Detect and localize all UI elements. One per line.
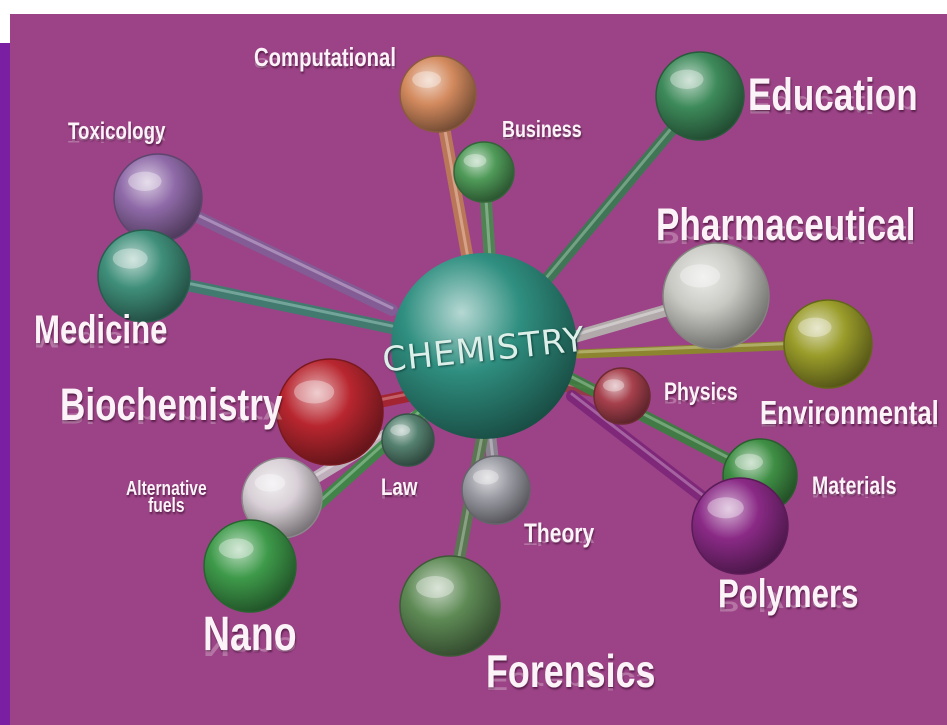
label-nano: Nano — [203, 611, 297, 659]
sphere-business — [453, 141, 515, 203]
sphere-gloss-theory — [472, 469, 499, 485]
sphere-gloss-alternative-fuels — [254, 474, 286, 492]
molecule-diagram — [97, 51, 873, 657]
sphere-forensics — [399, 555, 501, 657]
sphere-computational — [399, 55, 477, 133]
label-physics: Physics — [664, 380, 738, 405]
sphere-gloss-nano — [218, 538, 254, 559]
sphere-gloss-polymers — [707, 497, 744, 519]
label-education: Education — [748, 72, 918, 117]
sphere-gloss-environmental — [798, 317, 832, 337]
sphere-toxicology — [113, 153, 203, 243]
sphere-education — [655, 51, 745, 141]
sphere-polymers — [691, 477, 789, 575]
label-medicine: Medicine — [34, 310, 168, 350]
sphere-gloss-materials — [734, 453, 763, 471]
label-environmental: Environmental — [760, 396, 939, 429]
label-biochemistry: Biochemistry — [60, 382, 282, 427]
left-border-strip — [0, 43, 10, 725]
sphere-pharmaceutical — [662, 242, 770, 350]
label-pharmaceutical: Pharmaceutical — [656, 202, 915, 247]
label-alternative-fuels: Alternative fuels — [126, 478, 207, 517]
sphere-gloss-pharmaceutical — [679, 264, 721, 288]
sphere-gloss-law — [390, 424, 411, 436]
label-business: Business — [502, 118, 582, 141]
sphere-nano — [203, 519, 297, 613]
sphere-gloss-toxicology — [128, 171, 162, 191]
sphere-biochemistry — [276, 358, 384, 466]
sphere-gloss-education — [670, 69, 704, 89]
label-law: Law — [381, 476, 417, 500]
label-forensics: Forensics — [486, 648, 656, 694]
label-polymers: Polymers — [718, 574, 858, 614]
sphere-gloss-physics — [602, 379, 625, 392]
sphere-environmental — [783, 299, 873, 389]
sphere-physics — [593, 367, 651, 425]
center-sphere — [391, 253, 577, 439]
sphere-gloss-business — [463, 154, 487, 168]
label-computational: Computational — [254, 44, 396, 70]
diagram-canvas: CHEMISTRY Computational Business Toxicol… — [10, 14, 947, 725]
sphere-gloss-computational — [412, 71, 442, 88]
sphere-gloss-biochemistry — [293, 380, 335, 404]
sphere-theory — [461, 455, 531, 525]
sphere-law — [381, 413, 435, 467]
label-toxicology: Toxicology — [68, 120, 165, 144]
label-materials: Materials — [812, 474, 897, 499]
node-spheres — [97, 51, 873, 657]
label-theory: Theory — [524, 520, 594, 547]
sphere-gloss-forensics — [416, 576, 454, 598]
sphere-gloss-medicine — [112, 248, 148, 269]
